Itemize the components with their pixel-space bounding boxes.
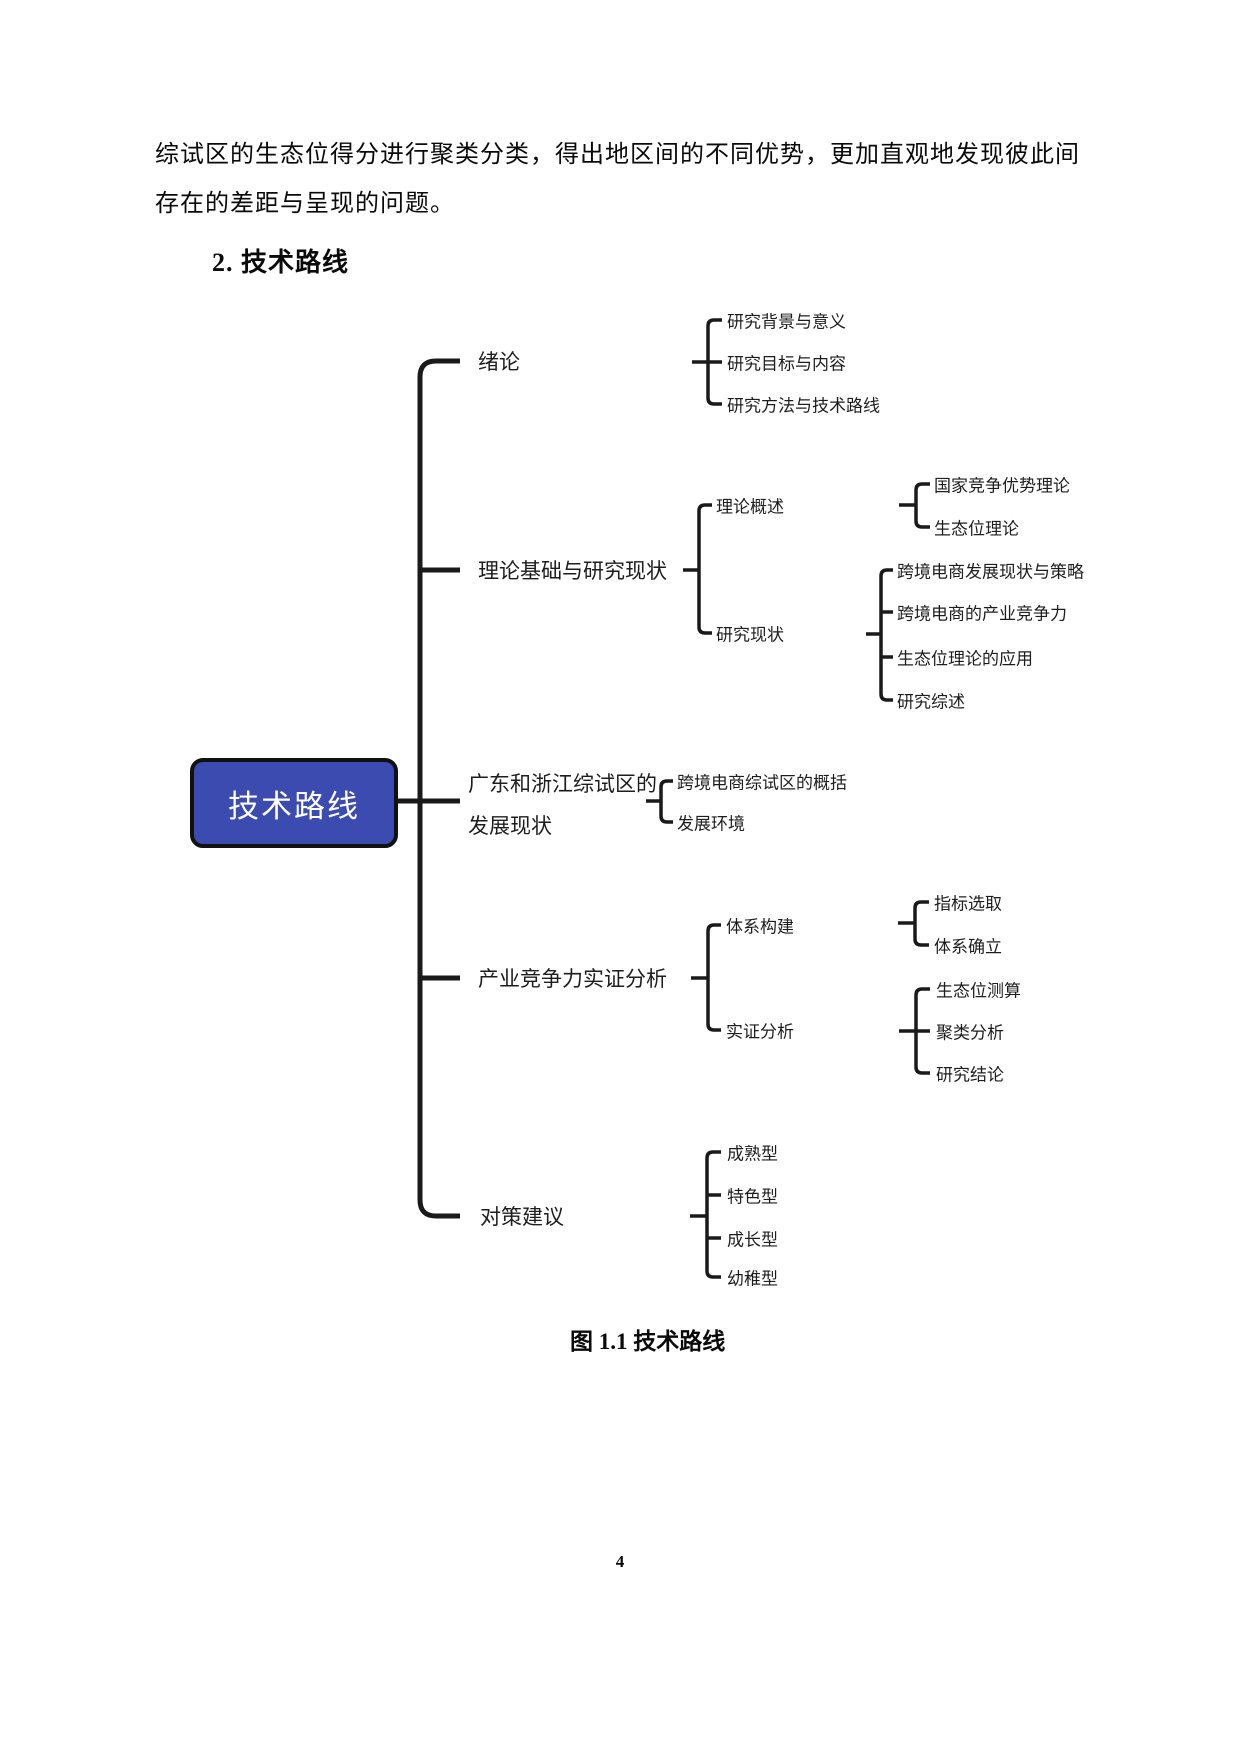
body-paragraph-line: 存在的差距与呈现的问题。 [155, 191, 455, 217]
node-indicator-selection: 指标选取 [934, 894, 1002, 914]
section-heading: 2. 技术路线 [212, 248, 350, 277]
node-research-review: 研究综述 [897, 692, 965, 712]
node-development-environment: 发展环境 [677, 814, 745, 834]
node-niche-measurement: 生态位测算 [936, 981, 1021, 1001]
node-infant-type: 幼稚型 [727, 1269, 778, 1289]
node-theory-and-research: 理论基础与研究现状 [478, 560, 667, 583]
node-research-conclusion: 研究结论 [936, 1065, 1004, 1085]
node-empirical-analysis-branch: 产业竞争力实证分析 [478, 968, 667, 991]
node-cbec-status-strategy: 跨境电商发展现状与策略 [897, 562, 1084, 582]
node-niche-theory: 生态位理论 [934, 519, 1019, 539]
body-paragraph-line: 综试区的生态位得分进行聚类分类，得出地区间的不同优势，更加直观地发现彼此间 [155, 142, 1080, 168]
node-theory-overview: 理论概述 [716, 497, 784, 517]
node-cbec-zone-overview: 跨境电商综试区的概括 [677, 773, 847, 793]
node-suggestions: 对策建议 [480, 1206, 564, 1229]
node-research-methods: 研究方法与技术路线 [727, 396, 880, 416]
page-number: 4 [615, 1552, 625, 1571]
body-paragraph: 综试区的生态位得分进行聚类分类，得出地区间的不同优势，更加直观地发现彼此间 存在… [155, 131, 1115, 229]
node-research-background: 研究背景与意义 [727, 312, 846, 332]
node-empirical-analysis: 实证分析 [726, 1022, 794, 1042]
node-cluster-analysis: 聚类分析 [936, 1023, 1004, 1043]
node-system-establishment: 体系确立 [934, 937, 1002, 957]
node-cbec-industry-competitiveness: 跨境电商的产业竞争力 [897, 604, 1067, 624]
node-introduction: 绪论 [478, 351, 520, 374]
node-system-construction: 体系构建 [726, 917, 794, 937]
node-niche-application: 生态位理论的应用 [897, 649, 1033, 669]
tree-root-label: 技术路线 [228, 788, 360, 824]
node-gd-zj-development-status: 广东和浙江综试区的发展现状 [468, 773, 657, 838]
node-research-status: 研究现状 [716, 625, 784, 645]
node-research-goals: 研究目标与内容 [727, 354, 846, 374]
node-growth-type: 成长型 [727, 1230, 778, 1250]
tree-root-node: 技术路线 [190, 758, 398, 848]
node-mature-type: 成熟型 [727, 1144, 778, 1164]
node-national-advantage-theory: 国家竞争优势理论 [934, 476, 1070, 496]
figure-caption: 图 1.1 技术路线 [570, 1329, 726, 1354]
node-distinctive-type: 特色型 [727, 1187, 778, 1207]
